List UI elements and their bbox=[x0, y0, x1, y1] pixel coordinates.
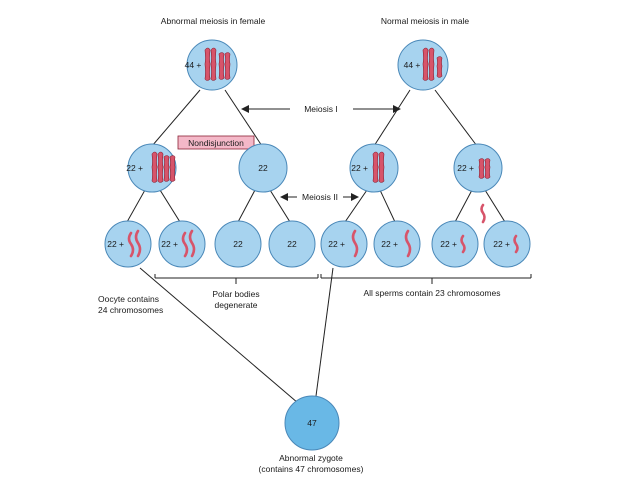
cell-label: 22 + bbox=[126, 163, 143, 173]
meiosis1-label: Meiosis I bbox=[304, 104, 338, 114]
cell-label: 44 + bbox=[185, 60, 202, 70]
male-title: Normal meiosis in male bbox=[381, 16, 470, 26]
chromatid-icon bbox=[513, 234, 519, 254]
polar-caption-line1: Polar bodies bbox=[212, 289, 259, 299]
sperms-caption: All sperms contain 23 chromosomes bbox=[363, 288, 500, 298]
polar-bodies-bracket bbox=[154, 274, 319, 284]
meiosis2-indicator: Meiosis II bbox=[280, 192, 359, 202]
male-spermatid-1: 22 + bbox=[320, 220, 368, 268]
cell-label: 22 + bbox=[493, 239, 510, 249]
male-secondary-spermatocyte-2: 22 + bbox=[453, 143, 503, 193]
cell-label: 22 bbox=[233, 239, 243, 249]
female-title: Abnormal meiosis in female bbox=[161, 16, 266, 26]
polar-caption-line2: degenerate bbox=[214, 300, 257, 310]
chromosome-pair-icon bbox=[204, 47, 231, 81]
cell-label: 44 + bbox=[404, 60, 421, 70]
male-lineage-lines bbox=[344, 89, 506, 223]
nondisjunction-tag: Nondisjunction bbox=[177, 135, 255, 150]
cell-label: 22 + bbox=[107, 239, 124, 249]
cell-label: 22 bbox=[287, 239, 297, 249]
cell-label: 22 + bbox=[328, 239, 345, 249]
chromatid-icon bbox=[127, 229, 142, 258]
chromosome-icon bbox=[372, 151, 385, 183]
oocyte-caption-line1: Oocyte contains bbox=[98, 294, 159, 304]
female-polar-body-1: 22 bbox=[214, 220, 262, 268]
meiosis2-label: Meiosis II bbox=[302, 192, 338, 202]
lost-chromatid-icon bbox=[480, 203, 486, 224]
zygote-caption-line2: (contains 47 chromosomes) bbox=[259, 464, 364, 474]
cell-label: 22 + bbox=[440, 239, 457, 249]
male-spermatid-2: 22 + bbox=[373, 220, 421, 268]
chromosome-pair-icon bbox=[422, 47, 443, 81]
chromosome-icon bbox=[478, 158, 491, 179]
female-polar-body-2: 22 bbox=[268, 220, 316, 268]
cell-label: 22 + bbox=[457, 163, 474, 173]
fertilization-lines bbox=[139, 267, 334, 404]
oocyte-caption-line2: 24 chromosomes bbox=[98, 305, 163, 315]
female-ootid-2: 22 + bbox=[158, 220, 206, 268]
cell-label: 47 bbox=[307, 418, 317, 428]
female-primary-oocyte: 44 + bbox=[185, 39, 238, 91]
cell-label: 22 + bbox=[161, 239, 178, 249]
chromatid-icon bbox=[404, 229, 412, 258]
male-spermatid-3: 22 + bbox=[431, 220, 479, 268]
female-ootid-1: 22 + bbox=[104, 220, 152, 268]
male-secondary-spermatocyte-1: 22 + bbox=[349, 143, 399, 193]
chromatid-icon bbox=[351, 229, 359, 258]
female-first-polar-body: 22 bbox=[238, 143, 288, 193]
chromatid-icon bbox=[460, 234, 466, 254]
meiosis1-indicator: Meiosis I bbox=[241, 104, 401, 114]
female-lineage-lines bbox=[126, 89, 291, 223]
cell-label: 22 + bbox=[381, 239, 398, 249]
female-secondary-oocyte: 22 + bbox=[126, 143, 177, 193]
abnormal-zygote: 47 bbox=[284, 395, 340, 451]
chromosome-pair-icon bbox=[151, 151, 176, 183]
cell-label: 22 + bbox=[351, 163, 368, 173]
zygote-caption-line1: Abnormal zygote bbox=[279, 453, 343, 463]
male-primary-spermatocyte: 44 + bbox=[397, 39, 449, 91]
male-spermatid-4: 22 + bbox=[483, 220, 531, 268]
sperms-bracket bbox=[320, 274, 532, 284]
cell-label: 22 bbox=[258, 163, 268, 173]
chromatid-icon bbox=[181, 229, 196, 258]
nondisjunction-label: Nondisjunction bbox=[188, 138, 244, 148]
